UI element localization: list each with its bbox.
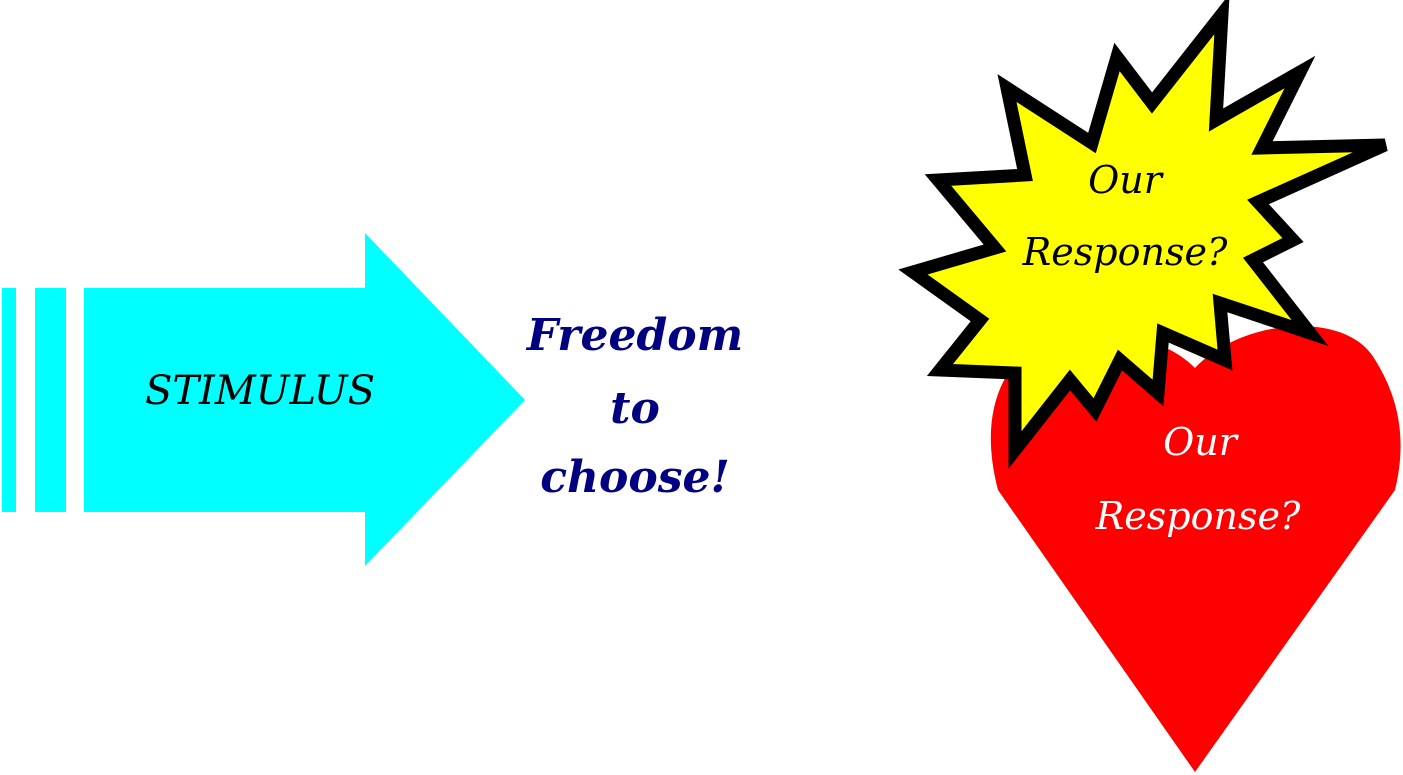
heart-text-line-2: Response? [1095,494,1301,538]
freedom-line-3: choose! [540,452,730,503]
stimulus-bar-1 [2,288,16,512]
starburst-text-line-1: Our [1088,158,1162,202]
heart-shape [990,326,1401,772]
freedom-line-1: Freedom [526,310,744,361]
starburst-text-line-2: Response? [1022,230,1228,274]
stimulus-bar-2 [35,288,66,512]
freedom-line-2: to [610,383,660,434]
starburst-shape [898,0,1388,469]
stimulus-label: STIMULUS [144,368,376,414]
heart-text-line-1: Our [1163,420,1237,464]
stimulus-arrow [84,233,525,566]
